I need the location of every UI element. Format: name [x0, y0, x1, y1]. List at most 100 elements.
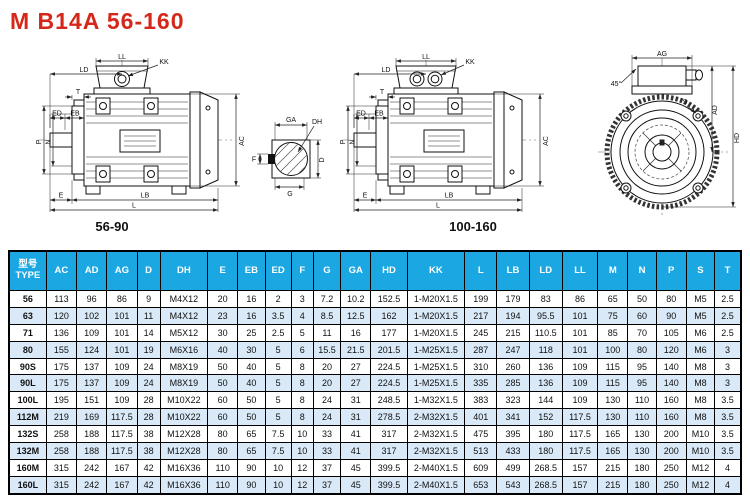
- shaft-detail-drawing: GA DH D F G: [250, 110, 328, 198]
- value-cell: 10.2: [340, 290, 372, 308]
- type-cell: 71: [8, 323, 47, 342]
- value-cell: 16: [237, 290, 266, 308]
- value-cell: 86: [561, 290, 599, 308]
- value-cell: 4: [714, 475, 742, 495]
- value-cell: 3: [714, 374, 742, 393]
- value-cell: M16X36: [159, 475, 209, 495]
- value-cell: 12: [290, 458, 314, 477]
- dim-label-45: 45°: [611, 80, 622, 88]
- value-cell: 50: [237, 391, 266, 410]
- value-cell: 7.5: [264, 425, 292, 444]
- value-cell: 24: [312, 391, 342, 410]
- value-cell: 31: [340, 391, 372, 410]
- value-cell: 401: [464, 408, 498, 427]
- value-cell: 90: [237, 475, 266, 495]
- value-cell: M4X12: [159, 306, 209, 325]
- value-cell: 499: [496, 458, 530, 477]
- value-cell: 45: [340, 475, 372, 495]
- value-cell: 8: [290, 408, 314, 427]
- value-cell: 268.5: [528, 475, 563, 495]
- value-cell: 175: [45, 374, 78, 393]
- value-cell: 12: [290, 475, 314, 495]
- value-cell: 475: [464, 425, 498, 444]
- value-cell: 188: [76, 442, 108, 460]
- type-cell: 112M: [8, 408, 47, 427]
- value-cell: 80: [655, 290, 687, 308]
- value-cell: 219: [45, 408, 78, 427]
- type-cell: 132S: [8, 425, 47, 444]
- value-cell: 101: [561, 340, 599, 359]
- value-cell: 7.5: [264, 442, 292, 460]
- value-cell: 9: [136, 290, 161, 308]
- value-cell: 40: [207, 340, 239, 359]
- dim-label-e: E: [363, 193, 368, 200]
- value-cell: 180: [528, 425, 563, 444]
- motor-end-view: AG 45° S AD HD: [598, 51, 741, 216]
- value-cell: 113: [45, 290, 78, 308]
- value-cell: 30: [237, 340, 266, 359]
- dim-label-ll: LL: [422, 54, 430, 61]
- value-cell: 95.5: [528, 306, 563, 325]
- value-cell: 25: [237, 323, 266, 342]
- side-view-100-160-drawing: LL LD KK T ED EB P N AC E LB L: [336, 54, 566, 216]
- value-cell: 179: [496, 290, 530, 308]
- dim-label-ag: AG: [657, 51, 667, 58]
- value-cell: M12X28: [159, 425, 209, 444]
- value-cell: 118: [528, 340, 563, 359]
- value-cell: 110: [207, 458, 239, 477]
- value-cell: 395: [496, 425, 530, 444]
- value-cell: 224.5: [370, 374, 408, 393]
- col-header-g: G: [312, 250, 342, 291]
- dim-label-ad: AD: [712, 105, 719, 115]
- value-cell: 33: [312, 442, 342, 460]
- value-cell: 50: [627, 290, 657, 308]
- value-cell: M8X19: [159, 357, 209, 376]
- side-view-56-90-drawing: LL LD KK T ED EB P N AC E LB L: [32, 54, 262, 216]
- value-cell: M8: [685, 408, 716, 427]
- value-cell: M10: [685, 425, 716, 444]
- value-cell: 101: [106, 340, 138, 359]
- value-cell: 37: [312, 475, 342, 495]
- value-cell: 242: [76, 475, 108, 495]
- value-cell: 268.5: [528, 458, 563, 477]
- dim-label-hd: HD: [734, 133, 741, 143]
- value-cell: 85: [597, 323, 629, 342]
- col-header-t: T: [714, 250, 742, 291]
- value-cell: 8: [290, 374, 314, 393]
- value-cell: 2.5: [714, 290, 742, 308]
- value-cell: 117.5: [106, 408, 138, 427]
- value-cell: 195: [45, 391, 78, 410]
- value-cell: 1-M25X1.5: [406, 374, 466, 393]
- value-cell: 80: [627, 340, 657, 359]
- value-cell: 115: [597, 357, 629, 376]
- value-cell: 117.5: [561, 425, 599, 444]
- value-cell: 120: [655, 340, 687, 359]
- value-cell: M6X16: [159, 340, 209, 359]
- dim-label-e: E: [59, 193, 64, 200]
- value-cell: 60: [627, 306, 657, 325]
- value-cell: M4X12: [159, 290, 209, 308]
- value-cell: 30: [207, 323, 239, 342]
- value-cell: 215: [597, 475, 629, 495]
- col-header-f: F: [290, 250, 314, 291]
- dim-label-lb: LB: [445, 193, 454, 200]
- value-cell: 250: [655, 475, 687, 495]
- value-cell: 130: [627, 425, 657, 444]
- col-header-dh: DH: [159, 250, 209, 291]
- value-cell: M5: [685, 290, 716, 308]
- value-cell: 115: [597, 374, 629, 393]
- type-cell: 90L: [8, 374, 47, 393]
- value-cell: 287: [464, 340, 498, 359]
- dim-label-g: G: [287, 191, 292, 198]
- value-cell: 102: [76, 306, 108, 325]
- value-cell: 42: [136, 475, 161, 495]
- dim-label-eb: EB: [374, 111, 384, 118]
- value-cell: M8: [685, 357, 716, 376]
- type-cell: 160M: [8, 458, 47, 477]
- col-header-d: D: [136, 250, 161, 291]
- value-cell: M5: [685, 306, 716, 325]
- value-cell: 2: [264, 290, 292, 308]
- value-cell: 50: [207, 374, 239, 393]
- value-cell: 101: [561, 306, 599, 325]
